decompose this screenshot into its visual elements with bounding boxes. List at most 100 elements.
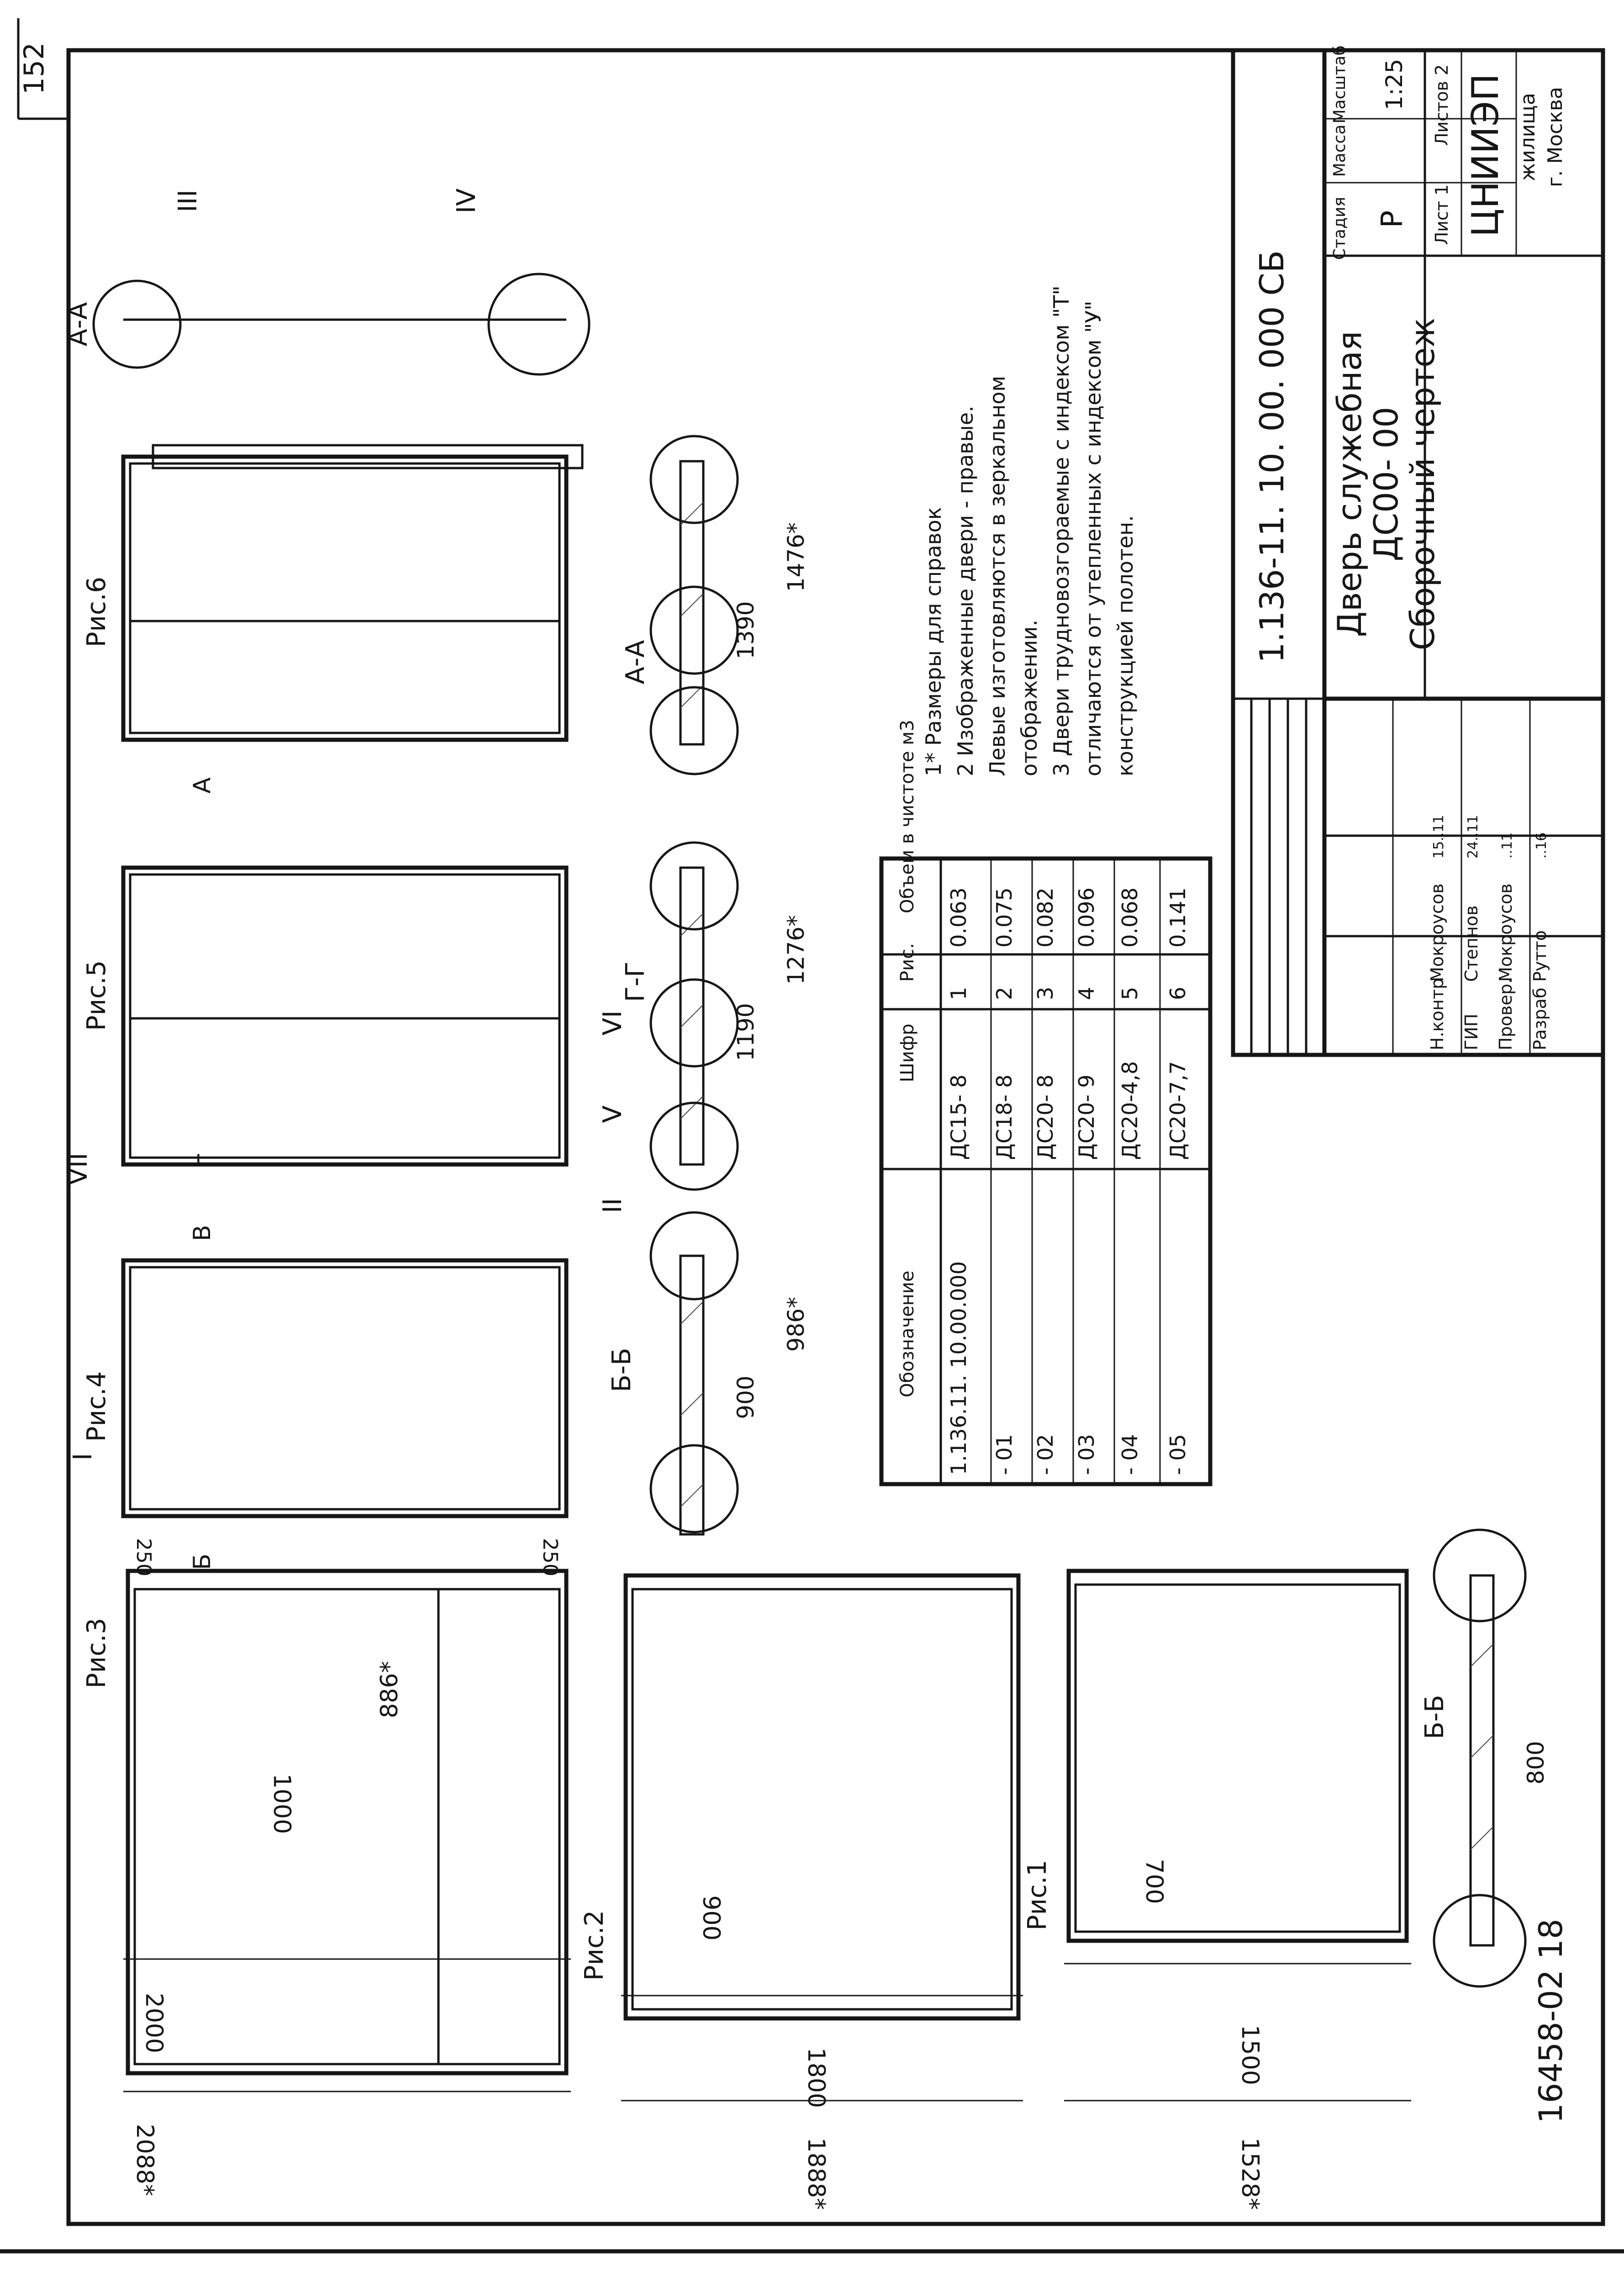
section-bb: Б-Б 800 [1420, 1528, 1549, 1988]
spec-cell: 0.063 [946, 887, 971, 948]
section-bb-label: Б-Б [1420, 1695, 1450, 1739]
fig3-dim-bottom: 250 [538, 1538, 562, 1576]
signature-role: Разраб [1530, 988, 1550, 1050]
stage-value: Р [1376, 211, 1409, 228]
spec-cell: ДС20-7,7 [1165, 1061, 1190, 1160]
signature-name: Мокроусов [1496, 884, 1516, 982]
cut-marker-V: В [189, 1225, 216, 1241]
fig1-dim-overall: 1528* [1236, 2138, 1264, 2210]
detail-mark-V: V [598, 1106, 627, 1123]
spec-cell: 4 [1074, 987, 1099, 1000]
fig3-dim-width: 886* [376, 1661, 403, 1718]
section-aa-plan-label: А-А [621, 640, 650, 685]
detail-mark-I: I [68, 1453, 98, 1461]
scale-value: 1:25 [1381, 59, 1408, 110]
door-leaf-fig1 [1074, 1583, 1401, 1933]
note-line: 1* Размеры для справок [921, 507, 946, 776]
door-leaf-fig4 [129, 1266, 561, 1511]
notes-block: 1* Размеры для справок 2 Изображенные две… [921, 285, 1138, 776]
door-leaf-fig2 [631, 1588, 1013, 2011]
signature-date: ..11 [1499, 832, 1515, 859]
signature-role: Н.контр [1427, 978, 1447, 1050]
door-frame-fig5 [121, 865, 569, 1167]
door-frame-fig2 [623, 1573, 1021, 2021]
signature-role: Провер. [1496, 978, 1516, 1050]
note-line: отображении. [1017, 620, 1042, 776]
stage-header: Стадия [1330, 197, 1349, 260]
archive-number: 16458-02 18 [1532, 1919, 1570, 2123]
spec-cell: 0.141 [1165, 887, 1190, 948]
signature-role: ГИП [1461, 1014, 1482, 1050]
door-frame-fig4 [121, 1258, 569, 1518]
signature-name: Мокроусов [1427, 884, 1447, 982]
organization-name: ЦНИИЭП [1464, 74, 1507, 237]
spec-header-cell: Обозначение [897, 1270, 918, 1397]
fig3-dim-overall: 2088* [131, 2124, 158, 2196]
spec-cell: - 01 [992, 1434, 1017, 1475]
fig1-dim-height: 1500 [1236, 2025, 1264, 2085]
organization-city: г. Москва [1544, 87, 1567, 187]
section-aa-plan-dim: 1390 [733, 601, 759, 659]
scale-header: Масштаб [1330, 45, 1349, 123]
signature-name: Рутто [1530, 930, 1550, 982]
note-line: отличаются от утепленных с индексом "У" [1081, 300, 1106, 776]
cut-marker-B: Б [189, 1554, 216, 1570]
spec-cell: - 04 [1118, 1434, 1142, 1475]
detail-mark-III: III [173, 190, 203, 212]
spec-header-cell: Шифр [897, 1024, 918, 1082]
door-frame-fig1 [1066, 1569, 1409, 1943]
section-vv-label: Б-Б [607, 1348, 637, 1392]
detail-mark-IV: IV [452, 189, 481, 214]
fig1-label: Рис.1 [1023, 1860, 1052, 1930]
section-gg-label: Г-Г [621, 962, 650, 1002]
figure-5: Рис.5 [82, 865, 569, 1167]
fig4-label: Рис.4 [82, 1371, 111, 1442]
spec-cell: 6 [1165, 987, 1190, 1000]
organization-line2: жилища [1516, 93, 1540, 181]
section-gg-dim: 1190 [733, 1003, 759, 1061]
spec-header-cell: Рис. [897, 943, 918, 982]
spec-cell: ДС20-4,8 [1118, 1061, 1142, 1160]
section-aa-plan: А-А 1390 1476* [621, 435, 809, 775]
section-bb-dim: 800 [1523, 1741, 1549, 1784]
section-gg-dim-overall: 1276* [783, 915, 809, 985]
spec-cell: ДС15- 8 [946, 1075, 971, 1160]
spec-cell: ДС18- 8 [992, 1075, 1017, 1160]
fig5-label: Рис.5 [82, 960, 111, 1031]
spec-cell: - 03 [1074, 1434, 1099, 1475]
note-line: 2 Изображенные двери - правые. [953, 406, 978, 776]
cut-marker-A: А [189, 777, 216, 794]
door-frame-fig6 [121, 454, 569, 742]
fig2-dim-height: 1800 [802, 2048, 830, 2108]
note-line: Левые изготовляются в зеркальном [985, 376, 1010, 776]
signature-rows: Н.контрМокроусов15..11ГИПСтепнов24..11Пр… [1427, 815, 1550, 1050]
figure-4: Рис.4 [82, 1258, 569, 1518]
fig6-label: Рис.6 [82, 577, 111, 647]
product-name-line1: Дверь служебная [1330, 331, 1369, 637]
drawing-designation: 1.136-11. 10. 00. 000 СБ [1253, 250, 1291, 663]
spec-cell: 0.082 [1033, 887, 1058, 948]
spec-cell: ДС20- 8 [1033, 1075, 1058, 1160]
figure-1: Рис.1 700 1500 1528* [1023, 1569, 1411, 2210]
fig3-label: Рис.3 [82, 1618, 111, 1688]
fig2-label: Рис.2 [580, 1910, 609, 1981]
section-vv-dim-overall: 986* [783, 1297, 809, 1352]
spec-cell: 0.075 [992, 887, 1017, 948]
door-leaf-fig3 [133, 1588, 561, 2065]
section-gg: Г-Г 1190 1276* [621, 841, 809, 1191]
sheet-label: Лист 1 [1432, 184, 1452, 245]
section-aa-side-label: А-А [63, 302, 93, 347]
figure-2: Рис.2 900 1800 1888* [580, 1573, 1023, 2210]
signature-date: 15..11 [1431, 815, 1447, 859]
door-leaf-fig6 [129, 462, 561, 734]
signature-name: Степнов [1461, 906, 1482, 982]
door-leaf-fig5 [129, 873, 561, 1159]
title-block: 1.136-11. 10. 00. 000 СБ Дверь служебная… [1231, 45, 1605, 1057]
section-vv-dim: 900 [733, 1375, 759, 1419]
spec-cell: 0.096 [1074, 887, 1099, 948]
mass-header: Масса [1330, 125, 1349, 177]
detail-mark-II: II [598, 1198, 627, 1213]
